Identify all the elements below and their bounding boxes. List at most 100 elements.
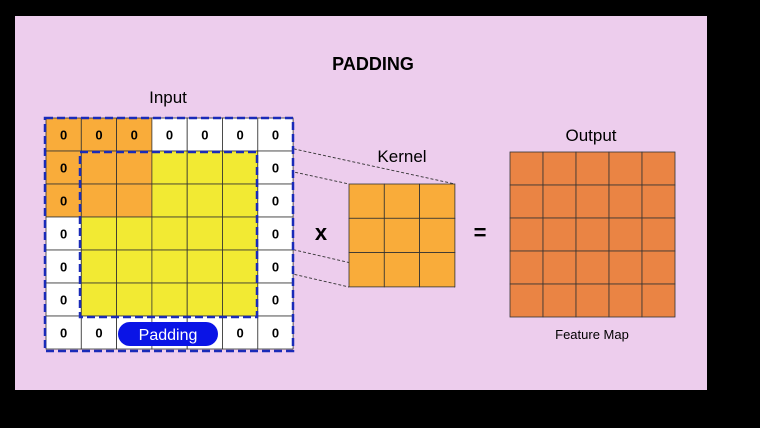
input-cell [257, 150, 294, 185]
equals-operator: = [474, 220, 487, 245]
input-cell [80, 216, 118, 251]
output-cell [608, 184, 643, 219]
input-cell [116, 216, 153, 251]
input-cell [116, 249, 153, 284]
output-cell [575, 217, 610, 252]
input-cell [222, 216, 259, 251]
padding-zero: 0 [60, 128, 67, 143]
input-cell [116, 282, 153, 317]
input-border [78, 150, 259, 319]
output-cell [542, 151, 577, 186]
input-cell [45, 117, 82, 152]
output-cell [509, 217, 544, 252]
input-cell [45, 150, 82, 185]
padding-border [43, 116, 295, 353]
output-cell [509, 184, 544, 219]
input-cell [257, 282, 294, 317]
input-cell [151, 249, 188, 284]
padding-badge-background [118, 322, 218, 346]
output-cell [608, 250, 643, 285]
input-cell [222, 150, 259, 185]
input-cell [186, 282, 223, 317]
padding-zero: 0 [272, 227, 279, 242]
input-cell [222, 315, 259, 350]
output-grid [509, 151, 676, 318]
input-cell [257, 216, 294, 251]
kernel-cell [348, 217, 385, 254]
kernel-cell [419, 217, 456, 254]
output-cell [575, 184, 610, 219]
input-cell [80, 249, 118, 284]
input-label: Input [149, 88, 187, 107]
output-cell [575, 283, 610, 318]
padding-zero: 0 [272, 326, 279, 341]
padding-zero: 0 [237, 128, 244, 143]
padding-zero: 0 [272, 128, 279, 143]
output-cell [641, 184, 676, 219]
kernel-cell [348, 183, 385, 219]
input-cell [151, 216, 188, 251]
input-cell [80, 282, 118, 317]
kernel-cell [419, 252, 456, 288]
input-cell [257, 249, 294, 284]
padding-zero: 0 [272, 260, 279, 275]
kernel-cell [383, 217, 420, 254]
padding-zero: 0 [201, 128, 208, 143]
kernel-label: Kernel [377, 147, 426, 166]
input-cell [186, 117, 223, 152]
output-cell [608, 151, 643, 186]
input-cell [45, 249, 82, 284]
output-cell [575, 151, 610, 186]
padding-zero: 0 [237, 326, 244, 341]
input-cell [80, 183, 118, 218]
padding-zero: 0 [95, 326, 102, 341]
output-label: Output [565, 126, 616, 145]
input-cell [116, 117, 153, 152]
padding-zero: 0 [60, 227, 67, 242]
padding-zero: 0 [60, 194, 67, 209]
input-cell [222, 183, 259, 218]
padding-zero: 0 [166, 128, 173, 143]
input-cell [222, 249, 259, 284]
output-cell [509, 250, 544, 285]
kernel-grid [348, 183, 456, 288]
output-cell [509, 283, 544, 318]
output-cell [542, 217, 577, 252]
padding-zero: 0 [272, 293, 279, 308]
input-cell [151, 183, 188, 218]
input-cell [257, 315, 294, 350]
output-cell [542, 184, 577, 219]
kernel-cell [419, 183, 456, 219]
output-cell [542, 283, 577, 318]
padding-zero: 0 [60, 293, 67, 308]
output-cell [641, 151, 676, 186]
padding-zero: 0 [60, 161, 67, 176]
padding-badge-label: Padding [139, 327, 198, 344]
input-cell [151, 282, 188, 317]
output-cell [608, 217, 643, 252]
padding-badge: Padding [118, 322, 218, 346]
input-cell [222, 282, 259, 317]
output-cell [509, 151, 544, 186]
input-cell [186, 216, 223, 251]
output-cell [641, 217, 676, 252]
output-cell [575, 250, 610, 285]
feature-map-caption: Feature Map [555, 327, 629, 342]
input-cell [116, 183, 153, 218]
input-cell [80, 315, 118, 350]
input-cell [80, 150, 118, 185]
diagram-title: PADDING [332, 54, 414, 74]
padding-zero: 0 [272, 161, 279, 176]
padding-zero: 0 [60, 260, 67, 275]
kernel-cell [383, 252, 420, 288]
padding-zero: 0 [95, 128, 102, 143]
input-cell [186, 150, 223, 185]
padding-zero: 0 [60, 326, 67, 341]
input-cell [151, 150, 188, 185]
input-cell [186, 249, 223, 284]
input-cell [116, 150, 153, 185]
kernel-cell [383, 183, 420, 219]
multiply-operator: x [315, 220, 328, 245]
